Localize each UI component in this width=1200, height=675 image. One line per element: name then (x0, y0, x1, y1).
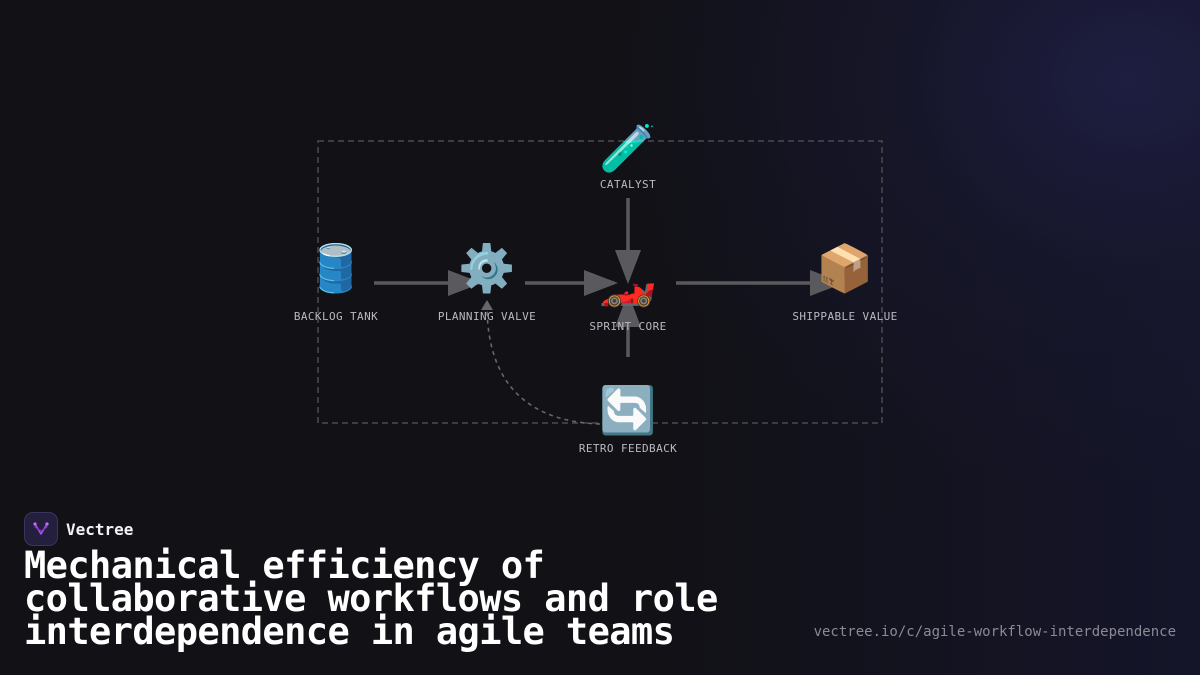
node-shippable-value: 📦 SHIPPABLE VALUE (792, 241, 897, 323)
node-sprint-core: 🏎️ SPRINT CORE (589, 255, 666, 333)
node-retro-feedback: 🔄 RETRO FEEDBACK (579, 383, 677, 455)
vectree-logo-icon (24, 512, 58, 546)
node-planning-valve: ⚙️ PLANNING VALVE (438, 241, 536, 323)
node-catalyst: 🧪 CATALYST (599, 121, 656, 191)
brand: Vectree (24, 512, 133, 546)
package-icon: 📦 (816, 241, 873, 295)
node-label: RETRO FEEDBACK (579, 442, 677, 455)
gear-icon: ⚙️ (458, 241, 515, 295)
oil-drum-icon: 🛢️ (307, 241, 364, 295)
brand-name: Vectree (66, 519, 134, 539)
race-car-icon: 🏎️ (599, 255, 656, 309)
node-label: CATALYST (600, 178, 656, 191)
node-label: SPRINT CORE (589, 320, 666, 333)
node-label: SHIPPABLE VALUE (792, 310, 897, 323)
source-url[interactable]: vectree.io/c/agile-workflow-interdepende… (813, 624, 1176, 640)
test-tube-icon: 🧪 (599, 121, 656, 175)
page-title: Mechanical efficiency of collaborative w… (24, 544, 718, 653)
node-label: PLANNING VALVE (438, 310, 536, 323)
system-boundary (317, 140, 883, 424)
node-label: BACKLOG TANK (294, 310, 378, 323)
cycle-arrows-icon: 🔄 (599, 383, 656, 437)
node-backlog-tank: 🛢️ BACKLOG TANK (294, 241, 378, 323)
